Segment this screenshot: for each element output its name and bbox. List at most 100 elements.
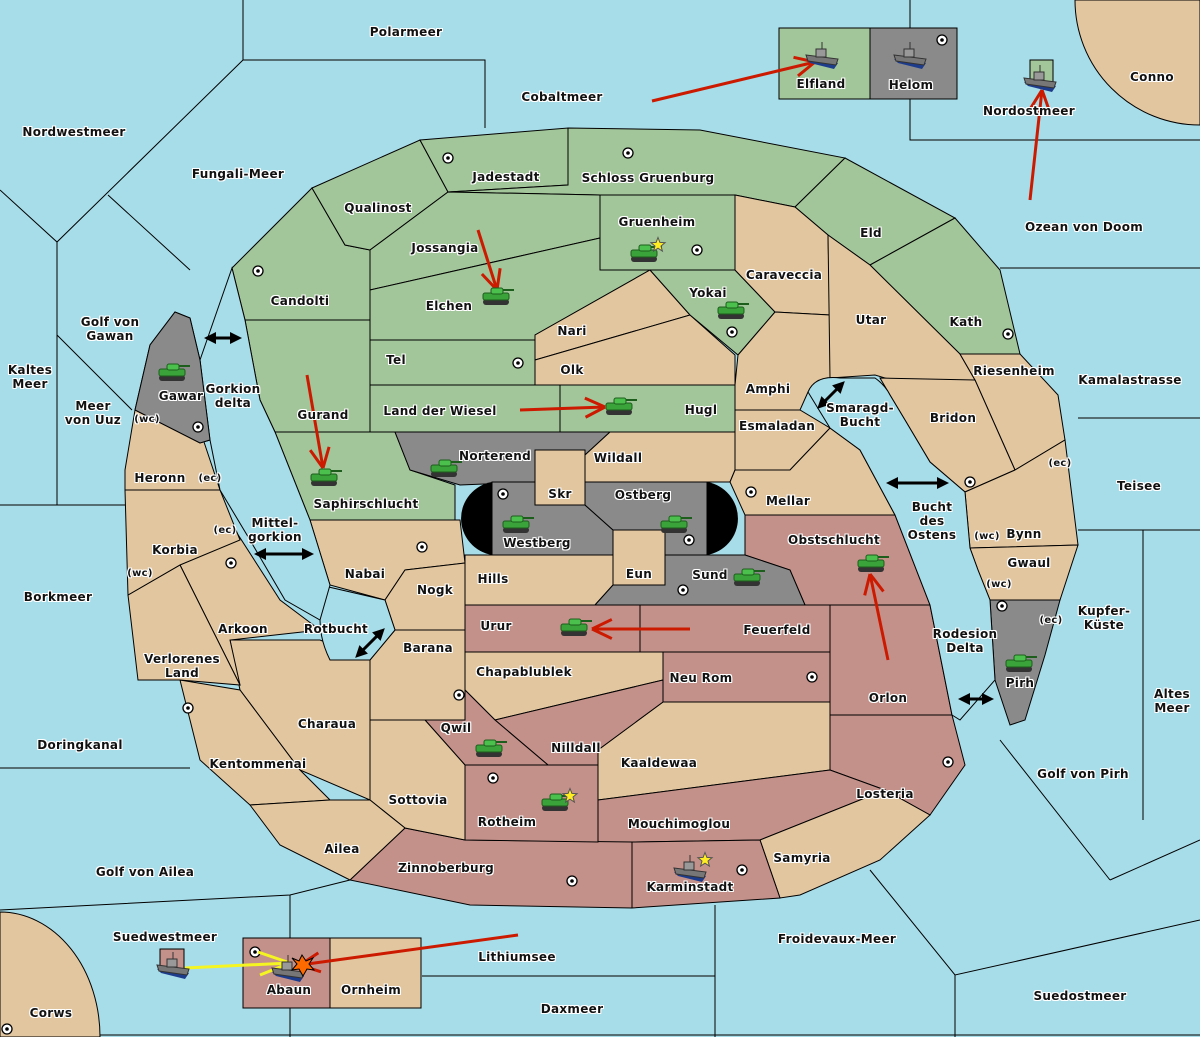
army-tank-icon[interactable]: [660, 515, 692, 533]
impassable-east: [707, 482, 738, 555]
support-order-line: [184, 961, 291, 970]
fleet-ship-icon[interactable]: [156, 952, 190, 979]
army-tank-icon[interactable]: [605, 397, 637, 415]
army-tank-icon[interactable]: [482, 287, 514, 305]
army-tank-icon[interactable]: [541, 793, 573, 811]
province-label: Hugl: [684, 403, 718, 417]
coast-label: (wc): [986, 579, 1012, 590]
army-tank-icon[interactable]: [1005, 654, 1037, 672]
supply-center-dot: [491, 776, 495, 780]
province-label: Westberg: [503, 536, 571, 550]
province-label: Qwil: [440, 721, 472, 735]
supply-center-dot: [749, 490, 753, 494]
arrowhead: [817, 396, 830, 409]
province-label: Elfland: [796, 77, 846, 91]
star-icon: [561, 787, 579, 804]
supply-center-dot: [516, 361, 520, 365]
arrowhead: [229, 332, 242, 344]
army-tank-icon[interactable]: [560, 618, 592, 636]
province-label: Saphirschlucht: [313, 497, 419, 511]
army-tank-icon[interactable]: [717, 301, 749, 319]
sea-region-label: Kamalastrasse: [1078, 373, 1182, 387]
move-order-arrow: [651, 60, 816, 103]
province-ornheim[interactable]: [329, 937, 422, 1009]
province-label: Urur: [480, 619, 512, 633]
province-label: Mellar: [765, 494, 811, 508]
province-label: Rotheim: [477, 815, 537, 829]
fleet-ship-icon[interactable]: [673, 855, 707, 882]
army-tank-icon[interactable]: [158, 363, 190, 381]
province-rotheim[interactable]: [464, 764, 599, 843]
province-label: Amphi: [745, 382, 791, 396]
supply-center-dot: [229, 561, 233, 565]
army-tank-icon[interactable]: [310, 468, 342, 486]
move-order-arrow-head: [584, 396, 606, 409]
move-order-arrow: [305, 374, 325, 469]
move-order-arrow: [519, 405, 606, 412]
province-label: Gurand: [297, 408, 349, 422]
province-gruenheim[interactable]: [599, 194, 736, 271]
arrowhead: [936, 477, 949, 489]
army-tank-icon[interactable]: [857, 554, 889, 572]
province-label: Nari: [557, 324, 587, 338]
province-label: Helom: [888, 78, 934, 92]
province-label: Obstschlucht: [787, 533, 881, 547]
fleet-ship-icon[interactable]: [893, 42, 927, 69]
province-ailea[interactable]: [249, 799, 406, 881]
fleet-ship-icon[interactable]: [1023, 65, 1057, 92]
supply-center-dot: [501, 492, 505, 496]
province-label: Arkoon: [218, 622, 268, 636]
sea-region-label: Suedwestmeer: [112, 930, 218, 944]
star-icon: [696, 851, 714, 868]
army-tank-icon[interactable]: [630, 244, 662, 262]
coast-label: (wc): [127, 568, 153, 579]
arrowhead: [254, 548, 267, 560]
sea-region-label: Froidevaux-Meer: [777, 932, 897, 946]
fleet-ship-icon[interactable]: [805, 42, 839, 69]
province-label: Riesenheim: [973, 364, 1055, 378]
province-label: Schloss Gruenburg: [581, 171, 715, 185]
province-label: Jossangia: [411, 241, 479, 255]
sea-region-label: Ozean von Doom: [1024, 220, 1144, 234]
sea-region-label: Gorkion delta: [205, 382, 261, 410]
move-order-arrow: [1028, 89, 1044, 201]
move-order-arrow-head: [495, 268, 502, 291]
province-label: Ostberg: [614, 488, 672, 502]
province-label: Kaaldewaa: [620, 756, 698, 770]
army-tank-icon[interactable]: [475, 739, 507, 757]
province-label: Conno: [1130, 70, 1174, 84]
province-label: Verlorenes Land: [144, 652, 220, 680]
fleet-ship-icon[interactable]: [271, 955, 305, 982]
province-label: Bridon: [929, 411, 977, 425]
sea-border: [0, 59, 244, 243]
sea-border: [1109, 839, 1200, 881]
move-order-arrow-head: [863, 573, 872, 596]
sea-region-label: Kupfer- Küste: [1077, 604, 1131, 632]
province-label: Zinnoberburg: [397, 861, 495, 875]
army-tank-icon[interactable]: [430, 459, 462, 477]
army-tank-icon[interactable]: [502, 515, 534, 533]
province-label: Ailea: [324, 842, 360, 856]
supply-center-dot: [457, 693, 461, 697]
coast-label: (ec): [1039, 615, 1063, 626]
province-label: Esmaladan: [738, 419, 816, 433]
supply-center-dot: [1000, 604, 1004, 608]
province-label: Samyria: [773, 851, 831, 865]
supply-center-dot: [946, 760, 950, 764]
province-label: Land der Wiesel: [383, 404, 497, 418]
province-label: Eld: [860, 226, 882, 240]
province-label: Wildall: [593, 451, 643, 465]
move-order-arrow-head: [584, 405, 606, 419]
coast-label: (ec): [213, 525, 237, 536]
province-karminstadt[interactable]: [631, 839, 781, 909]
move-order-arrow-head: [1029, 89, 1044, 110]
province-label: Kentommenai: [209, 757, 307, 771]
army-tank-icon[interactable]: [733, 568, 765, 586]
supply-center-dot: [253, 950, 257, 954]
arrowhead: [886, 477, 899, 489]
coast-label: (ec): [198, 473, 222, 484]
province-label: Corws: [29, 1006, 73, 1020]
sea-region-label: Golf von Ailea: [95, 865, 195, 879]
